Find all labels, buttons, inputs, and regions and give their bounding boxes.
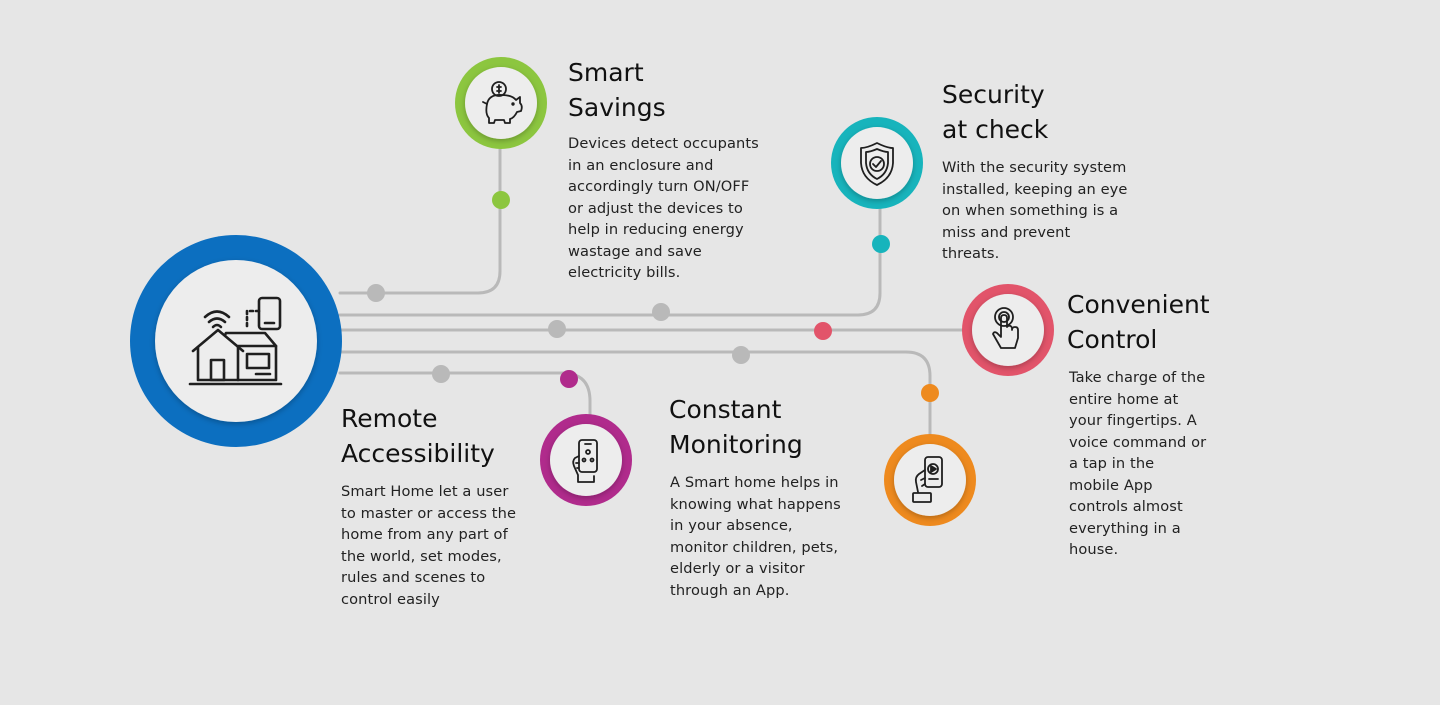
- constant-monitoring-node: [884, 434, 976, 526]
- constant-monitoring-description: A Smart home helps in knowing what happe…: [670, 474, 841, 599]
- savings-accent-dot: [492, 191, 510, 209]
- junction-dot: [652, 303, 670, 321]
- remote-accessibility-node: [540, 414, 632, 506]
- shield-check-icon: [860, 142, 894, 186]
- connector-security: [338, 198, 882, 317]
- security-description: With the security system installed, keep…: [942, 159, 1128, 262]
- connector-smart-savings: [338, 138, 502, 295]
- junction-dot: [548, 320, 566, 338]
- remote-accessibility-title: Remote Accessibility: [341, 404, 495, 468]
- video-phone-hand-icon: [912, 456, 943, 503]
- hub-node: [130, 235, 342, 447]
- junction-dot: [432, 365, 450, 383]
- smart-savings-title: Smart Savings: [568, 58, 666, 122]
- security-title: Security at check: [942, 80, 1049, 144]
- junction-dots: [367, 284, 750, 383]
- accent-dots: [492, 191, 939, 402]
- touch-hand-icon: [992, 307, 1019, 349]
- smart-home-icon: [188, 296, 283, 386]
- constant-monitoring-title: Constant Monitoring: [669, 395, 803, 459]
- convenient-control-description: Take charge of the entire home at your f…: [1069, 369, 1207, 558]
- monitoring-accent-dot: [921, 384, 939, 402]
- smart-savings-node: [455, 57, 547, 149]
- remote-accessibility-description: Smart Home let a user to master or acces…: [341, 483, 517, 608]
- remote-accent-dot: [560, 370, 578, 388]
- connector-monitoring: [338, 350, 932, 442]
- connector-remote: [338, 371, 592, 422]
- security-accent-dot: [872, 235, 890, 253]
- junction-dot: [732, 346, 750, 364]
- piggy-bank-icon: [482, 81, 523, 124]
- security-node: [831, 117, 923, 209]
- phone-in-hand-icon: [572, 439, 598, 483]
- convenient-control-node: [962, 284, 1054, 376]
- convenient-control-title: Convenient Control: [1067, 290, 1210, 354]
- junction-dot: [367, 284, 385, 302]
- smart-savings-description: Devices detect occupants in an enclosure…: [568, 135, 759, 281]
- control-accent-dot: [814, 322, 832, 340]
- connector-lines: [338, 138, 970, 442]
